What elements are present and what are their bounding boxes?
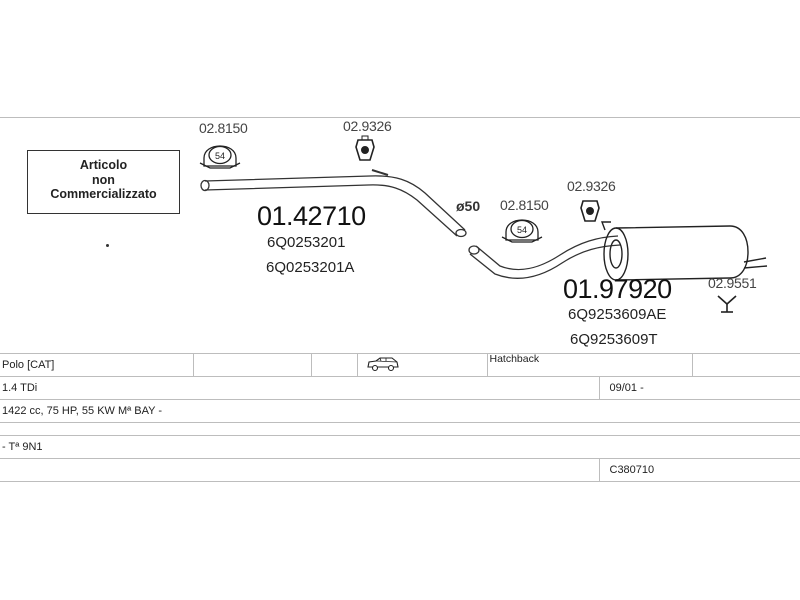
table-row: C380710 [0, 458, 800, 482]
front-clamp-number[interactable]: 02.8150 [199, 120, 248, 136]
front-pipe-oem-1: 6Q0253201 [267, 234, 346, 251]
pipe-diameter: ø50 [456, 198, 481, 214]
vehicle-model: Polo [CAT] [0, 353, 194, 377]
note-line-2: non [92, 172, 115, 187]
rear-clamp-number[interactable]: 02.8150 [500, 197, 549, 213]
rear-pipe-drawing[interactable] [468, 235, 621, 279]
catalog-number: C380710 [599, 458, 800, 482]
front-hanger-number[interactable]: 02.9326 [343, 118, 392, 134]
front-pipe-drawing[interactable] [200, 169, 467, 238]
rear-silencer-oem-2: 6Q9253609T [570, 331, 658, 348]
rear-silencer-drawing[interactable] [600, 221, 768, 281]
rear-silencer-oem-1: 6Q9253609AE [568, 306, 667, 323]
table-row: - Tª 9N1 [0, 435, 800, 459]
marker-dot [106, 244, 109, 247]
exhaust-diagram: 54 54 [199, 135, 768, 313]
car-hatchback-icon [357, 353, 488, 377]
rear-bracket-number[interactable]: 02.9551 [708, 275, 757, 291]
body-type: Hatchback [489, 353, 540, 365]
vehicle-spec-table: Polo [CAT] Hatchback 1.4 TDi 09/01 - 142… [0, 353, 800, 482]
not-marketed-note: Articolo non Commercializzato [27, 150, 180, 214]
clamp-icon[interactable] [199, 145, 241, 169]
bracket-icon[interactable] [717, 295, 737, 313]
table-row [0, 422, 800, 436]
rear-silencer-part-number[interactable]: 01.97920 [563, 274, 672, 304]
note-line-3: Commercializzato [50, 187, 157, 201]
note-line-1: Articolo [79, 158, 128, 172]
clamp-icon[interactable] [501, 219, 543, 243]
vehicle-specs: 1422 cc, 75 HP, 55 KW Mª BAY - [0, 399, 800, 423]
front-clamp-size: 54 [215, 151, 225, 161]
vehicle-engine: 1.4 TDi [0, 376, 600, 400]
hanger-icon[interactable] [355, 135, 375, 161]
front-pipe-part-number[interactable]: 01.42710 [257, 201, 366, 231]
table-row: 1.4 TDi 09/01 - [0, 376, 800, 400]
front-pipe-oem-2: 6Q0253201A [266, 259, 355, 276]
table-row: Polo [CAT] Hatchback [0, 353, 800, 377]
hanger-icon[interactable] [580, 200, 600, 222]
date-range: 09/01 - [599, 376, 800, 400]
type-code: - Tª 9N1 [0, 435, 800, 459]
top-divider [0, 117, 800, 118]
rear-hanger-number[interactable]: 02.9326 [567, 178, 616, 194]
table-row: 1422 cc, 75 HP, 55 KW Mª BAY - [0, 399, 800, 423]
rear-clamp-size: 54 [517, 225, 527, 235]
